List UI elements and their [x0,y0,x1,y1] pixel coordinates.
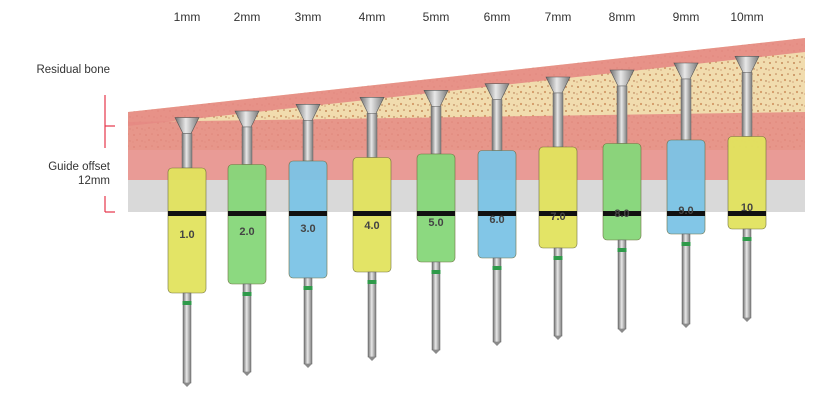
guide-offset-line1: Guide offset [0,160,110,174]
drill-sleeve [289,161,327,278]
green-band [183,301,192,305]
drill-shaft [432,262,440,350]
drill-shank [742,72,752,136]
sleeve-number: 2.0 [239,226,254,238]
drill-sleeve [603,144,641,241]
green-band [682,242,691,246]
sleeve-number: 10 [741,202,753,214]
drill-tip [743,318,751,322]
drill-shank [242,127,252,165]
drill-shaft [243,284,251,372]
drill-shaft [618,240,626,329]
drill-shank [617,86,627,143]
green-band [243,292,252,296]
drill-shank [553,93,563,147]
green-band [368,280,377,284]
depth-label-1: 1mm [157,10,217,24]
depth-stripe [353,211,391,216]
sleeve-number: 7.0 [550,211,565,223]
drill-tip [554,336,562,340]
depth-label-5: 5mm [406,10,466,24]
drill-tip [368,357,376,361]
depth-label-9: 9mm [656,10,716,24]
drill-shaft [183,293,191,383]
drill-tip [493,342,501,346]
depth-label-7: 7mm [528,10,588,24]
drill-sleeve [417,154,455,262]
guide-offset-label: Guide offset 12mm [0,160,110,188]
drill-shank [303,120,313,161]
depth-stripe [289,211,327,216]
drill-shank [492,100,502,151]
drill-shank [182,134,192,168]
green-band [618,248,627,252]
drill-shank [367,113,377,157]
drill-shaft [743,229,751,318]
drill-tip [432,350,440,354]
drill-shaft [493,258,501,342]
drill-tip [682,324,690,328]
drill-tip [243,372,251,376]
drill-shaft [304,278,312,364]
depth-stripe [228,211,266,216]
drill-shaft [682,234,690,324]
sleeve-number: 4.0 [364,220,379,232]
guide-offset-line2: 12mm [0,174,110,188]
sleeve-number: 9.0 [678,205,693,217]
depth-label-8: 8mm [592,10,652,24]
depth-label-3: 3mm [278,10,338,24]
drill-sleeve [478,151,516,259]
green-band [304,286,313,290]
sleeve-number: 8.0 [614,208,629,220]
green-band [493,266,502,270]
offset-bracket [105,95,115,212]
drill-shaft [554,248,562,336]
sleeve-number: 1.0 [179,229,194,241]
drill-shank [431,106,441,154]
drill-shaft [368,272,376,357]
sleeve-number: 3.0 [300,223,315,235]
drill-sleeve [667,140,705,234]
sleeve-number: 5.0 [428,217,443,229]
depth-label-10: 10mm [717,10,777,24]
depth-label-6: 6mm [467,10,527,24]
depth-label-2: 2mm [217,10,277,24]
depth-stripe [417,211,455,216]
drill-sleeve [539,147,577,248]
sleeve-number: 6.0 [489,214,504,226]
drill-tip [618,329,626,333]
depth-label-4: 4mm [342,10,402,24]
green-band [554,256,563,260]
green-band [743,237,752,241]
drill-tip [183,383,191,387]
depth-stripe [168,211,206,216]
drill-sleeve [228,165,266,285]
drill-shank [681,79,691,140]
residual-bone-label: Residual bone [0,63,110,77]
green-band [432,270,441,274]
drill-tip [304,364,312,368]
